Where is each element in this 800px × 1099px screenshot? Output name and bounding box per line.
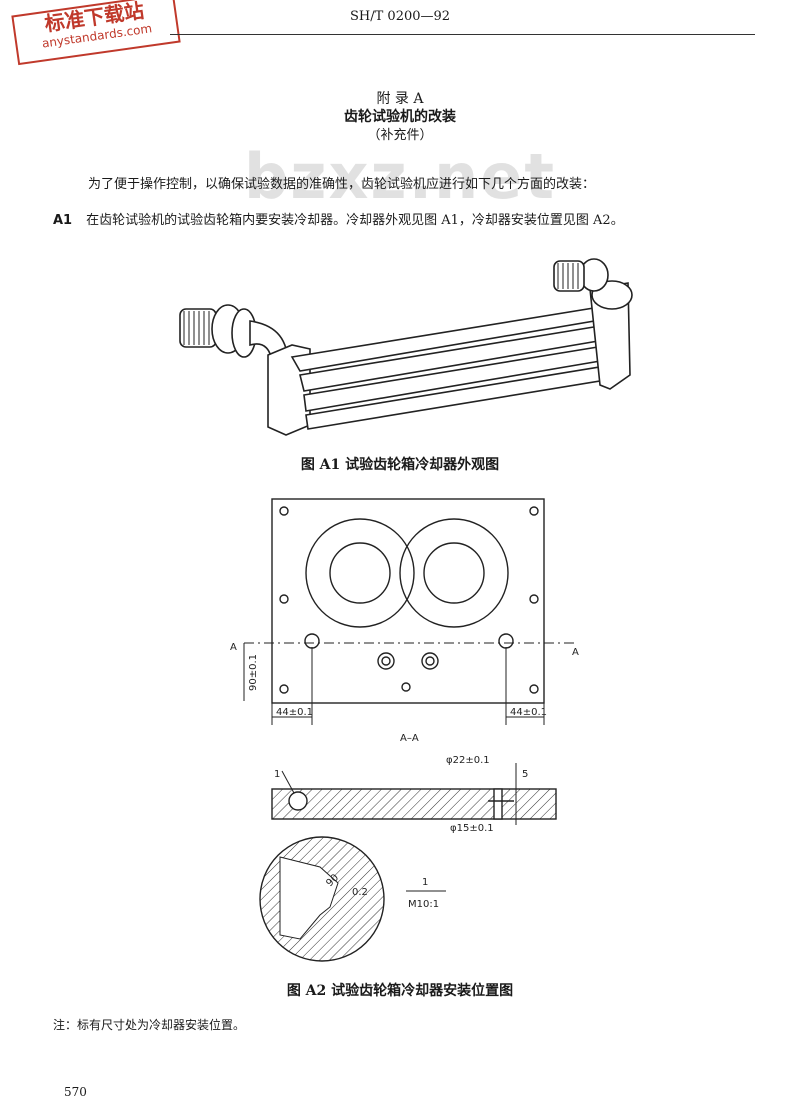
dim-left-label: 44±0.1 — [276, 707, 313, 718]
left-threaded-fitting — [179, 308, 217, 348]
detail-dimension-b: 0.2 — [352, 887, 368, 898]
callout-number: 1 — [274, 769, 280, 780]
intro-paragraph: 为了便于操作控制，以确保试验数据的准确性，齿轮试验机应进行如下几个方面的改装： — [88, 177, 596, 192]
dim-depth: 5 — [522, 769, 528, 780]
gear-bore-inner-left — [329, 542, 391, 604]
pipe-port — [421, 652, 439, 670]
pipe-port-inner — [425, 656, 435, 666]
section-view-label: A–A — [400, 733, 419, 744]
bolt-hole — [529, 594, 539, 604]
cooler-tubes — [290, 306, 613, 430]
bolt-hole — [279, 506, 289, 516]
dim-diameter-top: φ22±0.1 — [446, 755, 490, 766]
dim-diameter-bottom: φ15±0.1 — [450, 823, 494, 834]
bolt-hole — [279, 594, 289, 604]
appendix-title: 附 录 A — [376, 91, 424, 107]
dim-vertical-label: 90±0.1 — [248, 654, 259, 691]
ratio-denominator: M10:1 — [408, 899, 439, 910]
page-number: 570 — [64, 1085, 87, 1099]
header-rule — [170, 34, 755, 35]
appendix-note: （补充件） — [367, 128, 433, 143]
clause-a1-number: A1 — [53, 213, 73, 228]
clause-a1: A1 在齿轮试验机的试验齿轮箱内要安装冷却器。冷却器外观见图 A1，冷却器安装位置… — [53, 209, 624, 228]
bolt-hole — [529, 506, 539, 516]
watermark-stamp: 标准下载站 anystandards.com — [11, 0, 181, 66]
footnote: 注：标有尺寸处为冷却器安装位置。 — [53, 1018, 246, 1032]
section-mark-left: A — [230, 642, 237, 653]
standard-code-header: SH/T 0200—92 — [350, 9, 451, 24]
cooler-mount-hole-left — [304, 633, 320, 649]
mounting-plate — [271, 498, 545, 704]
bolt-hole — [279, 684, 289, 694]
cooler-illustration — [179, 258, 633, 436]
gear-bore-outer-left — [305, 518, 415, 628]
clause-a1-text: 在齿轮试验机的试验齿轮箱内要安装冷却器。冷却器外观见图 A1，冷却器安装位置见图… — [86, 213, 624, 228]
figure-a1-caption: 图 A1 试验齿轮箱冷却器外观图 — [300, 457, 500, 473]
detail-view — [259, 836, 385, 962]
gear-bore-outer-right — [399, 518, 509, 628]
appendix-subtitle: 齿轮试验机的改装 — [344, 109, 456, 125]
section-mark-right: A — [572, 647, 579, 658]
dim-right-label: 44±0.1 — [510, 707, 547, 718]
right-threaded-fitting — [553, 260, 585, 292]
pipe-port — [377, 652, 395, 670]
ratio-numerator: 1 — [422, 877, 428, 888]
figure-a2-caption: 图 A2 试验齿轮箱冷却器安装位置图 — [286, 983, 514, 999]
gear-bore-inner-right — [423, 542, 485, 604]
pipe-port-inner — [381, 656, 391, 666]
installation-drawing: A A 90±0.1 44±0.1 44±0.1 A–A φ22±0.1 5 φ… — [230, 498, 579, 962]
bolt-hole — [529, 684, 539, 694]
site-watermark: bzxz.net — [244, 140, 556, 213]
cooler-mount-hole-right — [498, 633, 514, 649]
section-view — [271, 763, 557, 825]
bolt-hole — [401, 682, 411, 692]
